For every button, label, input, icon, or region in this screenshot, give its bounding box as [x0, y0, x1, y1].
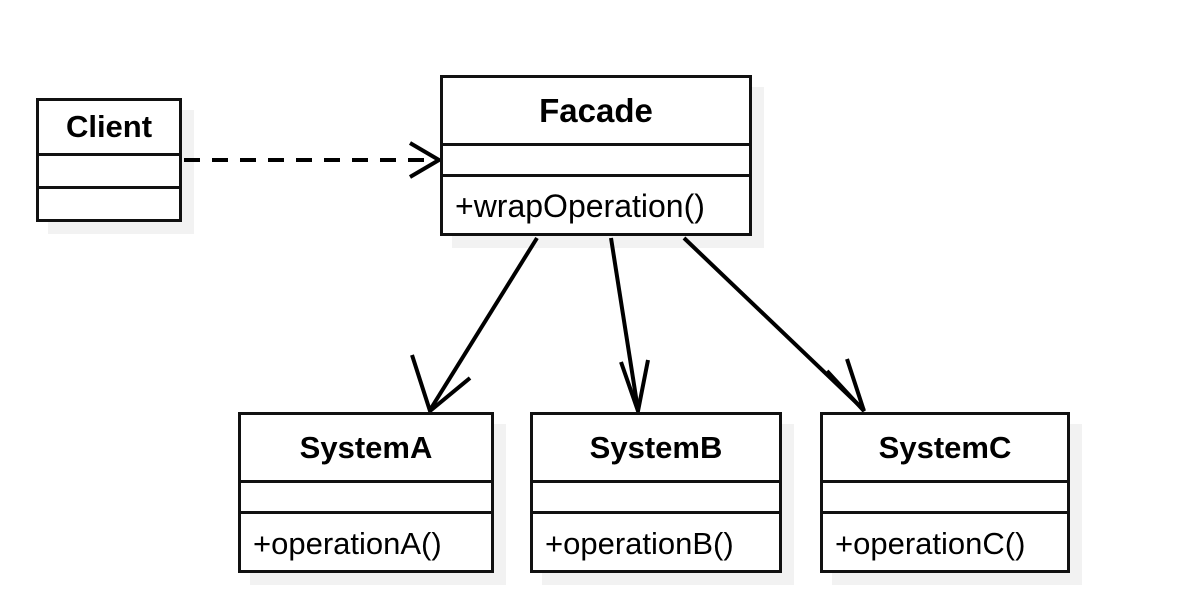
attributes-compartment-facade [443, 146, 749, 174]
class-box-systemc[interactable]: SystemC +operationC() [820, 412, 1070, 573]
association-facade-to-systemc [682, 236, 866, 413]
class-divider [241, 480, 491, 483]
operation-systemc-operationc: +operationC() [835, 525, 1026, 561]
class-divider [443, 174, 749, 177]
class-name-systemc: SystemC [878, 429, 1012, 465]
attributes-compartment-systema [241, 483, 491, 511]
class-box-systema[interactable]: SystemA +operationA() [238, 412, 494, 573]
association-facade-to-systemb [609, 237, 650, 419]
attributes-compartment-systemc [823, 483, 1067, 511]
operation-systema-operationa: +operationA() [253, 525, 442, 561]
class-box-systemb[interactable]: SystemB +operationB() [530, 412, 782, 573]
class-name-facade: Facade [539, 91, 653, 129]
class-name-client: Client [65, 109, 153, 144]
attributes-compartment-client [39, 156, 179, 186]
class-divider [533, 480, 779, 483]
class-divider [443, 143, 749, 146]
class-name-systema: SystemA [299, 429, 433, 465]
class-divider [533, 511, 779, 514]
class-divider [39, 186, 179, 189]
association-facade-to-systema [410, 236, 539, 415]
operations-compartment-client [39, 189, 179, 219]
class-box-facade[interactable]: Facade +wrapOperation() [440, 75, 752, 236]
class-name-systemb: SystemB [589, 429, 723, 465]
operation-systemb-operationb: +operationB() [545, 525, 734, 561]
class-divider [39, 153, 179, 156]
class-divider [241, 511, 491, 514]
class-box-client[interactable]: Client [36, 98, 182, 222]
class-divider [823, 480, 1067, 483]
class-divider [823, 511, 1067, 514]
dependency-client-to-facade [184, 141, 443, 179]
operation-facade-wrapoperation: +wrapOperation() [455, 188, 705, 224]
attributes-compartment-systemb [533, 483, 779, 511]
